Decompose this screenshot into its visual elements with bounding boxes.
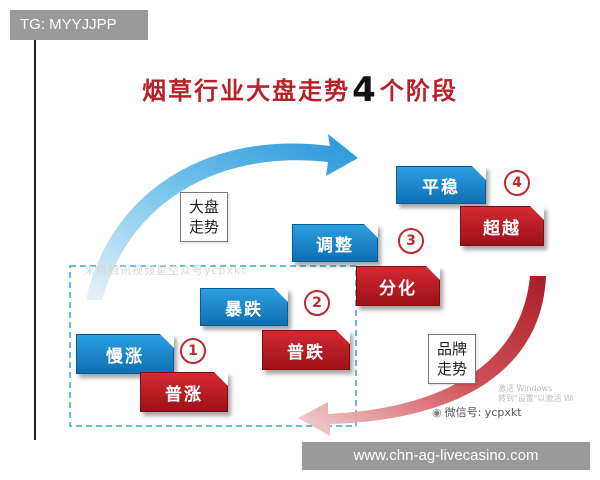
stage-1-slow-rise-box: 慢涨 — [76, 334, 174, 374]
title-text-before: 烟草行业大盘走势 — [142, 77, 351, 105]
title-number: 4 — [352, 70, 378, 110]
market-trend-line-1: 大盘 — [189, 198, 220, 216]
top-left-tag: TG: MYYJJPP — [10, 10, 148, 40]
video-watermark: 来自腾讯视频星空众号ycpxkt — [84, 264, 247, 277]
stage-3-number: 3 — [406, 233, 416, 249]
stage-2-crash-box: 暴跌 — [200, 288, 288, 326]
activation-line-2: 转到"设置"以激活 Wi — [498, 394, 574, 403]
stage-3-divergence-box: 分化 — [356, 266, 440, 306]
stage-4-bottom-label: 超越 — [483, 218, 521, 239]
left-divider-line — [34, 40, 36, 440]
stage-1-number-badge: 1 — [180, 338, 206, 364]
brand-trend-arrow — [298, 276, 546, 436]
stage-2-top-label: 暴跌 — [225, 299, 263, 320]
stage-4-top-label: 平稳 — [422, 177, 460, 198]
stage-3-bottom-label: 分化 — [379, 278, 417, 299]
footer-url-banner[interactable]: www.chn-ag-livecasino.com — [302, 442, 590, 470]
stage-3-number-badge: 3 — [398, 228, 424, 254]
stage-4-surpass-box: 超越 — [460, 206, 544, 246]
title-text-after: 个阶段 — [379, 77, 458, 105]
windows-activation-notice: 激活 Windows 转到"设置"以激活 Wi — [498, 384, 574, 404]
stage-4-number: 4 — [512, 175, 522, 191]
stage-2-number: 2 — [312, 295, 322, 311]
stage-1-general-rise-box: 普涨 — [140, 372, 228, 412]
stage-1-top-label: 慢涨 — [106, 346, 144, 367]
activation-line-1: 激活 Windows — [498, 384, 553, 393]
stage-1-bottom-label: 普涨 — [165, 384, 203, 405]
wechat-text: 微信号: ycpxkt — [444, 406, 522, 419]
stage-3-top-label: 调整 — [316, 235, 354, 256]
market-trend-line-2: 走势 — [189, 218, 220, 236]
wechat-icon: ◉ — [432, 406, 442, 419]
stage-4-stable-box: 平稳 — [396, 166, 486, 204]
stage-1-number: 1 — [188, 343, 198, 359]
stage-3-adjust-box: 调整 — [292, 224, 378, 262]
page-title: 烟草行业大盘走势4个阶段 — [0, 70, 600, 110]
dashed-frame — [69, 265, 357, 427]
stage-2-general-fall-box: 普跌 — [262, 330, 350, 370]
wechat-id: ◉微信号: ycpxkt — [432, 404, 522, 420]
brand-trend-label: 品牌 走势 — [428, 334, 477, 384]
stage-2-number-badge: 2 — [304, 290, 330, 316]
brand-trend-line-2: 走势 — [437, 360, 468, 378]
brand-trend-line-1: 品牌 — [437, 340, 468, 358]
market-trend-label: 大盘 走势 — [180, 192, 229, 242]
market-trend-arrow — [86, 134, 358, 300]
stage-2-bottom-label: 普跌 — [287, 342, 325, 363]
stage-4-number-badge: 4 — [504, 170, 530, 196]
